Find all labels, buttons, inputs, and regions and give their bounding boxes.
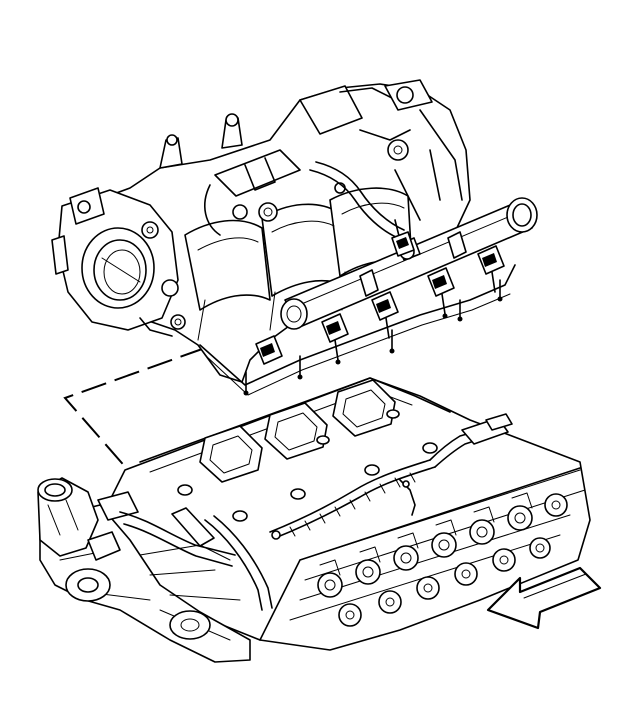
injector-wiring-harness — [269, 413, 513, 540]
coolant-tube — [119, 507, 273, 611]
cylinder-head — [139, 377, 586, 641]
fuel-injector — [321, 313, 349, 361]
fuel-injector — [477, 245, 505, 293]
fuel-injector — [255, 335, 283, 365]
fuel-injector — [427, 267, 455, 315]
direction-arrow-icon — [486, 566, 602, 630]
valve-train — [289, 469, 586, 627]
fuel-injector — [371, 291, 399, 339]
fuel-injector — [391, 231, 415, 257]
fuel-injectors — [243, 231, 505, 396]
alignment-line — [63, 347, 206, 471]
throttle-body — [51, 187, 186, 337]
fuel-rail — [280, 197, 538, 330]
thermostat-housing — [37, 477, 139, 561]
